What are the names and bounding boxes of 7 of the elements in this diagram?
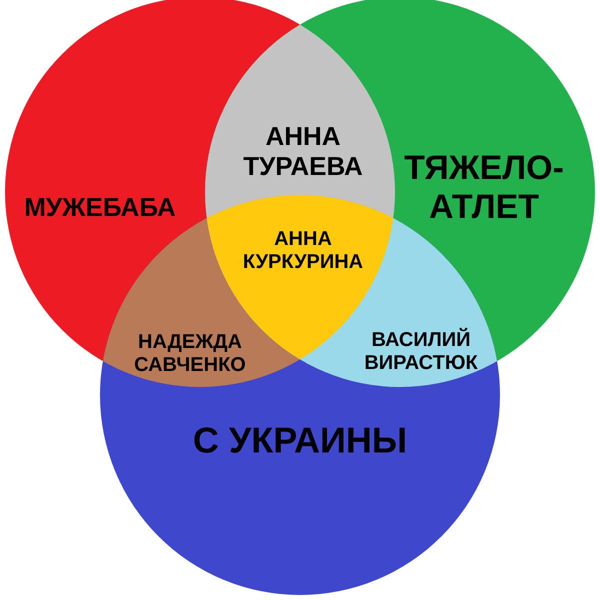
region-label: АННА ТУРАЕВА <box>242 122 364 182</box>
region-label: НАДЕЖДА САВЧЕНКО <box>133 331 247 377</box>
region-label: МУЖЕБАБА <box>24 193 176 223</box>
region-label: С УКРАИНЫ <box>192 419 408 461</box>
region-label: ТЯЖЕЛО- АТЛЕТ <box>404 148 564 228</box>
region-label: АННА КУРКУРИНА <box>242 228 364 274</box>
region-label: ВАСИЛИЙ ВИРАСТЮК <box>363 329 479 375</box>
